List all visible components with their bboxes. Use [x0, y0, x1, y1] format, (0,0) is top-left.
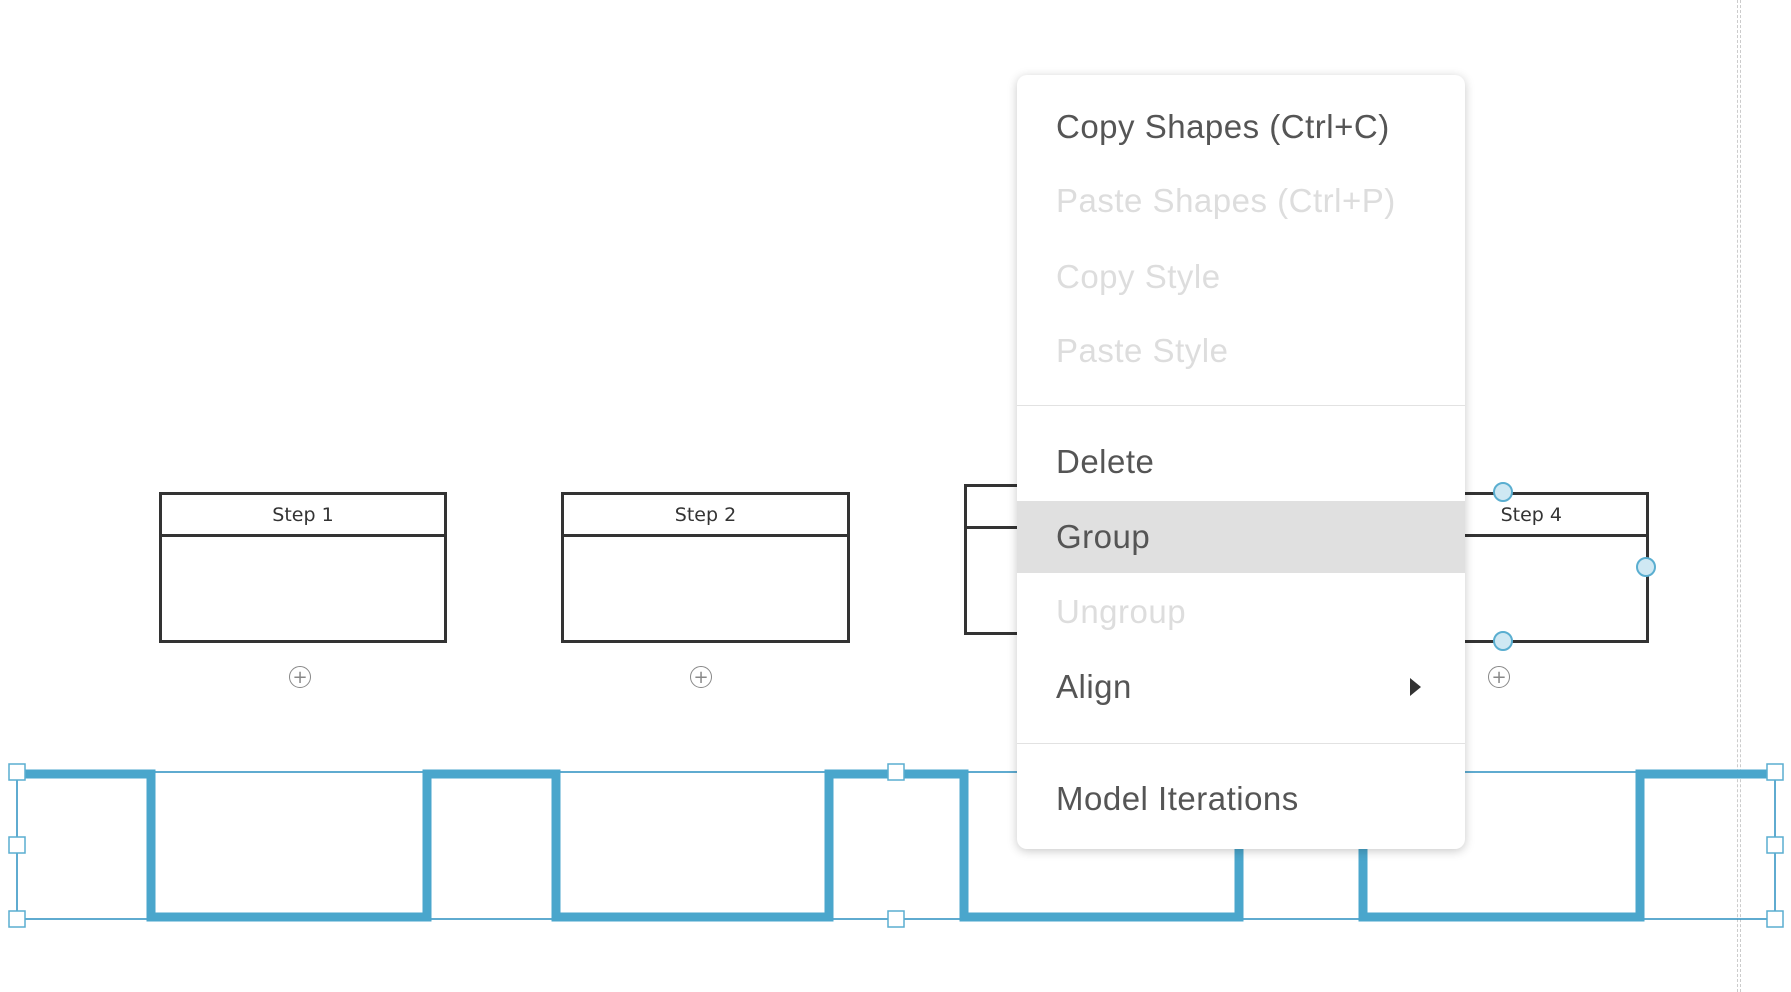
menu-item-model-iterations[interactable]: Model Iterations: [1056, 780, 1299, 817]
resize-handle-top-left[interactable]: [8, 763, 26, 781]
connection-point-top[interactable]: [1493, 482, 1513, 502]
connection-point-bottom[interactable]: [1493, 631, 1513, 651]
menu-item-copy-shapes[interactable]: Copy Shapes (Ctrl+C): [1056, 108, 1390, 145]
add-step-2-icon[interactable]: +: [690, 666, 712, 688]
connection-point-right[interactable]: [1636, 557, 1656, 577]
resize-handle-bottom-middle[interactable]: [887, 910, 905, 928]
menu-item-ungroup: Ungroup: [1056, 593, 1187, 630]
menu-item-paste-style: Paste Style: [1056, 332, 1229, 369]
menu-separator: [1017, 743, 1465, 744]
add-step-1-icon[interactable]: +: [289, 666, 311, 688]
submenu-arrow-icon: [1410, 678, 1421, 696]
menu-item-align-label: Align: [1056, 668, 1132, 705]
menu-item-align[interactable]: Align: [1017, 651, 1465, 723]
menu-separator: [1017, 405, 1465, 406]
page-boundary-guide: [1737, 0, 1741, 992]
menu-item-delete[interactable]: Delete: [1056, 443, 1155, 480]
step-4-label[interactable]: Step 4: [1363, 495, 1646, 537]
step-2-shape[interactable]: Step 2: [561, 492, 850, 643]
context-menu: Copy Shapes (Ctrl+C) Paste Shapes (Ctrl+…: [1017, 75, 1465, 849]
step-2-label[interactable]: Step 2: [564, 495, 847, 537]
menu-item-group[interactable]: Group: [1017, 501, 1465, 573]
add-step-4-icon[interactable]: +: [1488, 666, 1510, 688]
resize-handle-bottom-left[interactable]: [8, 910, 26, 928]
step-1-label[interactable]: Step 1: [162, 495, 444, 537]
resize-handle-bottom-right[interactable]: [1766, 910, 1784, 928]
resize-handle-top-middle[interactable]: [887, 763, 905, 781]
menu-item-paste-shapes: Paste Shapes (Ctrl+P): [1056, 182, 1396, 219]
resize-handle-middle-right[interactable]: [1766, 836, 1784, 854]
selection-box: [16, 771, 1776, 920]
menu-item-copy-style: Copy Style: [1056, 258, 1221, 295]
resize-handle-middle-left[interactable]: [8, 836, 26, 854]
step-1-shape[interactable]: Step 1: [159, 492, 447, 643]
resize-handle-top-right[interactable]: [1766, 763, 1784, 781]
selected-connector-line[interactable]: [17, 769, 1775, 922]
